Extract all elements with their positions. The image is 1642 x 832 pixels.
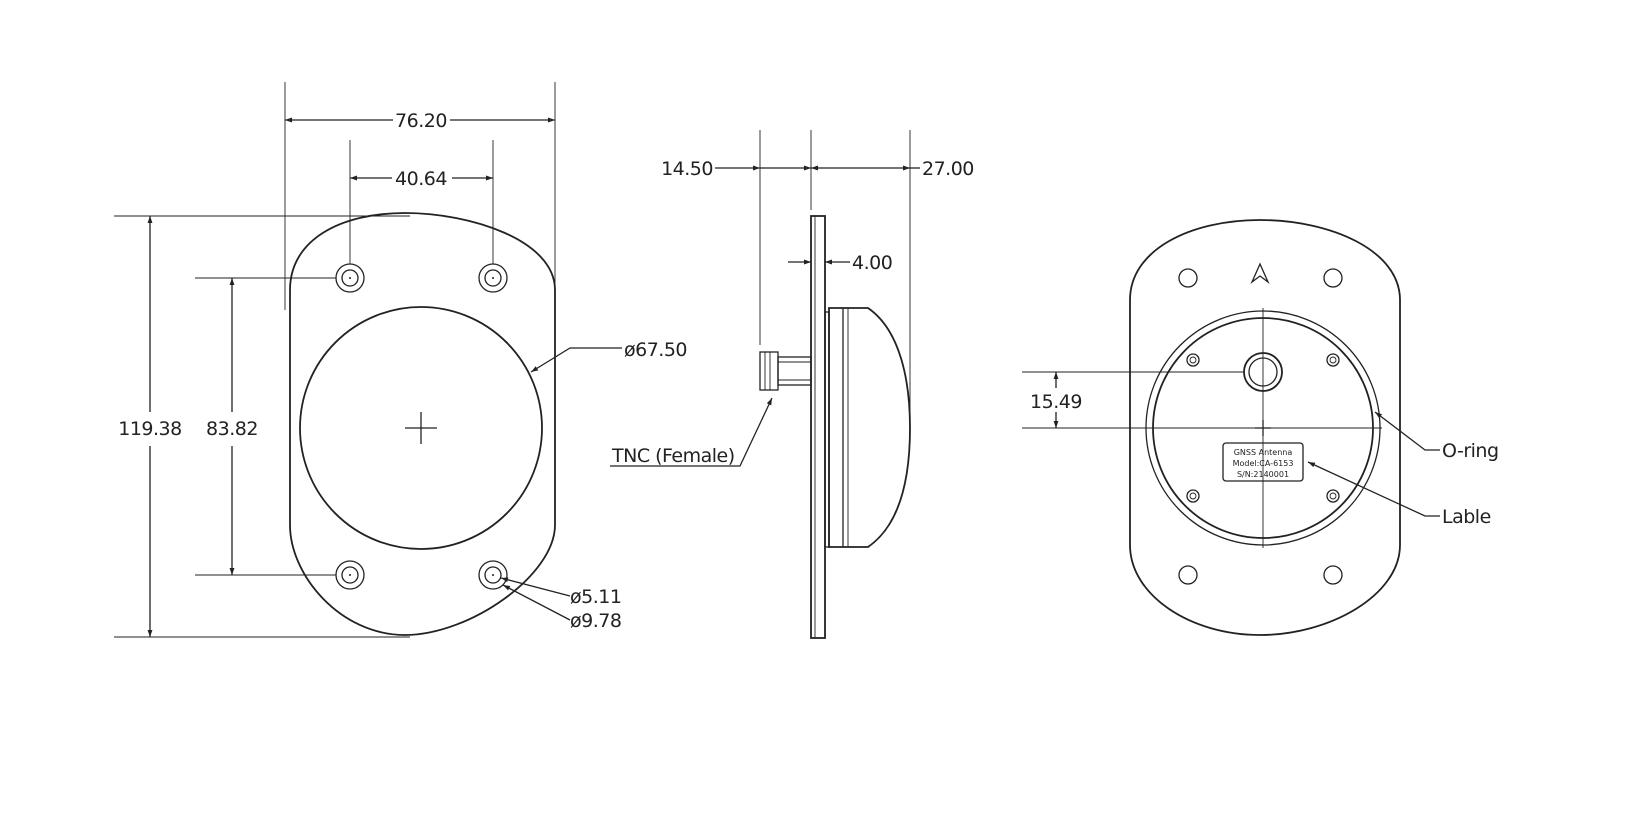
dim-radome-diameter: ø67.50 [624,339,687,361]
label-nameplate: Lable [1442,506,1491,528]
dim-connector-length: 14.50 [661,158,713,180]
nameplate: GNSS Antenna Model:CA-6153 S/N:2140001 [1222,442,1304,482]
side-view: 14.50 27.00 4.00 TNC (Female) [610,130,974,639]
dim-connector-offset: 15.49 [1030,391,1082,413]
side-tnc-connector [759,351,812,391]
label-o-ring: O-ring [1442,440,1499,462]
mounting-hole-bottom-left [335,560,365,590]
mounting-hole-bottom-right [478,560,508,590]
dim-hole-outer-diameter: ø9.78 [570,610,621,632]
dim-hole-spacing-vertical: 83.82 [206,418,258,440]
dim-overall-width: 76.20 [395,110,447,132]
north-arrow-icon [1250,262,1270,285]
front-body-outline [289,212,556,636]
dim-hole-spacing-horizontal: 40.64 [395,168,447,190]
radome-circle [299,306,543,550]
label-connector: TNC (Female) [611,445,735,467]
dim-hole-inner-diameter: ø5.11 [570,586,621,608]
nameplate-line2: Model:CA-6153 [1233,459,1294,468]
dim-dome-height: 27.00 [922,158,974,180]
bottom-view: GNSS Antenna Model:CA-6153 S/N:2140001 1… [1022,219,1499,636]
mounting-hole-top-left [335,263,365,293]
dim-flange-thickness: 4.00 [852,252,892,274]
mounting-hole-top-right [478,263,508,293]
side-dome [828,307,911,548]
bottom-body-outline [1129,219,1401,636]
side-flange [810,215,826,639]
front-view: 76.20 40.64 119.38 83.82 ø67.50 ø5.11 ø9… [114,82,688,638]
nameplate-line1: GNSS Antenna [1234,448,1293,457]
dim-overall-height: 119.38 [118,418,181,440]
nameplate-line3: S/N:2140001 [1237,470,1289,479]
